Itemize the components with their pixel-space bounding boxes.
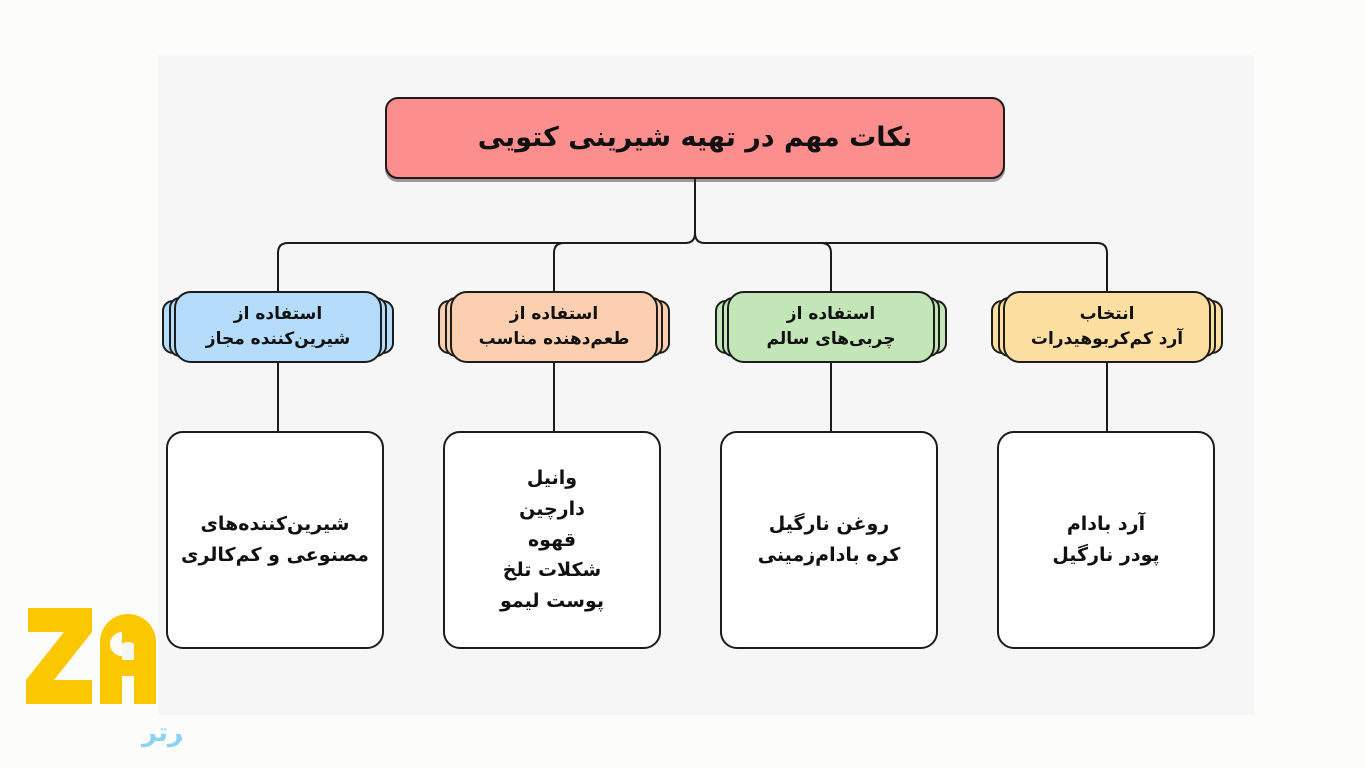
branch-group-1: استفاده از طعم‌دهنده مناسب	[438, 291, 670, 363]
watermark-tagline: مربی برتر	[140, 718, 182, 748]
branch-label-2[interactable]: استفاده از چربی‌های سالم	[727, 291, 935, 363]
branch-label-1[interactable]: استفاده از طعم‌دهنده مناسب	[450, 291, 658, 363]
detail-box-3[interactable]: آرد بادام پودر نارگیل	[997, 431, 1215, 649]
watermark-mark-icon	[26, 608, 156, 704]
branch-group-3: انتخاب آرد کم‌کربوهیدرات	[991, 291, 1223, 363]
detail-box-1[interactable]: وانیل دارچین قهوه شکلات تلخ پوست لیمو	[443, 431, 661, 649]
branch-label-3[interactable]: انتخاب آرد کم‌کربوهیدرات	[1003, 291, 1211, 363]
branch-group-0: استفاده از شیرین‌کننده مجاز	[162, 291, 394, 363]
diagram-title: نکات مهم در تهیه شیرینی کتویی	[385, 97, 1005, 179]
branch-label-0[interactable]: استفاده از شیرین‌کننده مجاز	[174, 291, 382, 363]
watermark-logo: مربی برتر	[22, 598, 182, 748]
detail-box-2[interactable]: روغن نارگیل کره بادام‌زمینی	[720, 431, 938, 649]
detail-box-0[interactable]: شیرین‌کننده‌های مصنوعی و کم‌کالری	[166, 431, 384, 649]
branch-group-2: استفاده از چربی‌های سالم	[715, 291, 947, 363]
